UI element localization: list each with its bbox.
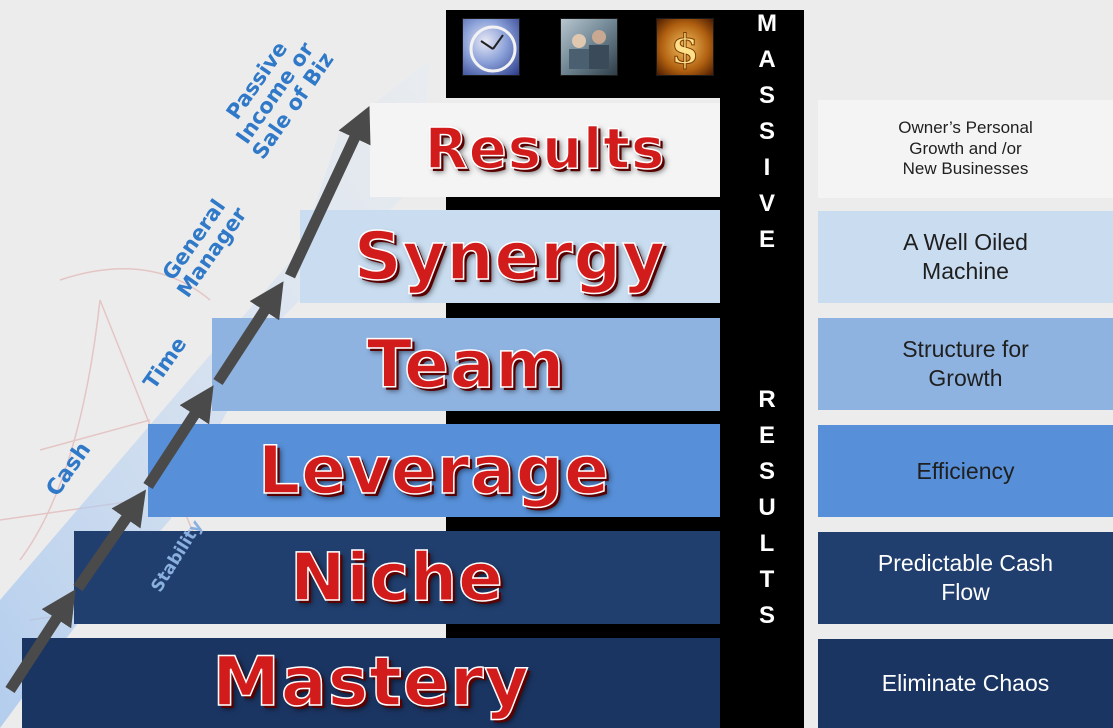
band-separator — [446, 303, 720, 318]
band-separator — [446, 517, 720, 531]
arrow-synergy-to-results — [285, 106, 371, 279]
results-letter: T — [759, 566, 775, 593]
step-leverage: Leverage — [148, 424, 720, 517]
outcome-team: Structure for Growth — [818, 318, 1113, 410]
outcome-niche-line: Predictable Cash — [877, 550, 1054, 577]
svg-text:$: $ — [671, 26, 699, 73]
results-side-black — [720, 98, 804, 728]
massive-letter: A — [758, 46, 776, 73]
step-team-label: Team — [366, 325, 566, 403]
step-leverage-label: Leverage — [257, 431, 610, 509]
step-synergy: Synergy — [300, 210, 720, 303]
step-niche: Niche — [74, 531, 720, 624]
step-team: Team — [212, 318, 720, 411]
arrow-mastery-to-niche — [5, 589, 76, 694]
outcome-results: Owner’s Personal Growth and /or New Busi… — [818, 100, 1113, 198]
results-letter: L — [759, 530, 775, 557]
step-niche-label: Niche — [289, 538, 504, 616]
outcome-results-line: Owner’s Personal — [898, 118, 1033, 138]
massive-letter: I — [763, 154, 771, 181]
meeting-image — [560, 18, 618, 76]
outcome-leverage-line: Efficiency — [916, 457, 1015, 484]
dollar-image: $ — [656, 18, 714, 76]
outcome-niche: Predictable Cash Flow — [818, 532, 1113, 624]
results-letter: R — [758, 386, 776, 413]
results-letter: U — [758, 494, 776, 521]
massive-letter: E — [758, 226, 775, 253]
growth-arrows — [5, 106, 371, 694]
band-separator — [446, 197, 720, 210]
outcome-mastery-line: Eliminate Chaos — [881, 670, 1050, 697]
arrow-leverage-to-team — [143, 385, 214, 490]
outcome-niche-line: Flow — [941, 579, 990, 605]
arrow-niche-to-leverage — [73, 489, 147, 592]
massive-letter: S — [758, 82, 775, 109]
results-letter: E — [758, 422, 775, 449]
outcome-team-line: Structure for — [902, 336, 1029, 363]
arrow-team-to-synergy — [213, 281, 284, 386]
step-mastery-label: Mastery — [211, 643, 530, 722]
clock-icon — [469, 25, 517, 73]
outcome-synergy-line: A Well Oiled — [903, 229, 1028, 256]
outcome-synergy-line: Machine — [922, 258, 1009, 284]
people-icon — [569, 30, 609, 69]
massive-letter: M — [757, 10, 777, 37]
step-results: Results — [370, 103, 720, 197]
results-letter: S — [758, 602, 775, 629]
outcome-mastery: Eliminate Chaos — [818, 639, 1113, 728]
results-letter: S — [758, 458, 775, 485]
clock-image — [462, 18, 520, 76]
dollar-icon: $ — [671, 26, 700, 74]
step-mastery: Mastery — [22, 638, 720, 728]
band-separator — [446, 624, 720, 638]
outcome-synergy: A Well Oiled Machine — [818, 211, 1113, 303]
massive-letter: V — [758, 190, 775, 217]
step-results-label: Results — [424, 117, 666, 182]
outcome-team-line: Growth — [928, 365, 1003, 391]
band-separator — [446, 411, 720, 424]
outcome-results-line: New Businesses — [902, 159, 1029, 179]
outcome-leverage: Efficiency — [818, 425, 1113, 517]
step-synergy-label: Synergy — [353, 217, 667, 295]
outcome-results-line: Growth and /or — [909, 138, 1022, 158]
massive-letter: S — [758, 118, 775, 145]
massive-results-vertical: M A S S I V E R E S U L T S — [730, 10, 804, 700]
